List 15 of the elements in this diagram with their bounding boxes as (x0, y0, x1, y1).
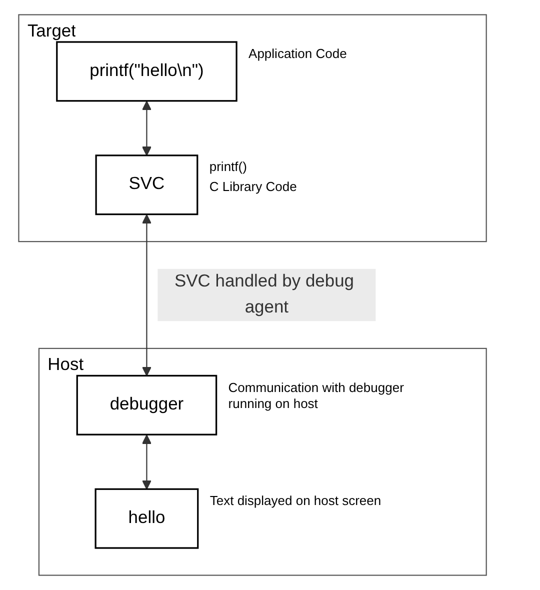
annotation-text: Text displayed on host screen (210, 493, 382, 510)
cluster (18, 14, 487, 242)
arrow (142, 434, 152, 490)
arrow (142, 214, 152, 376)
node-box (56, 41, 238, 102)
annotation-text: Application Code (248, 46, 347, 62)
node-box (76, 374, 218, 436)
annotation-text: C Library Code (209, 179, 297, 196)
node-box (94, 488, 199, 549)
node-box (95, 154, 198, 216)
annotation-text: printf() (209, 159, 247, 176)
edge-label: SVC handled by debug agent (174, 272, 354, 317)
cluster (38, 348, 487, 576)
annotation-text: Communication with debugger running on host (228, 380, 405, 412)
arrow (142, 100, 152, 156)
